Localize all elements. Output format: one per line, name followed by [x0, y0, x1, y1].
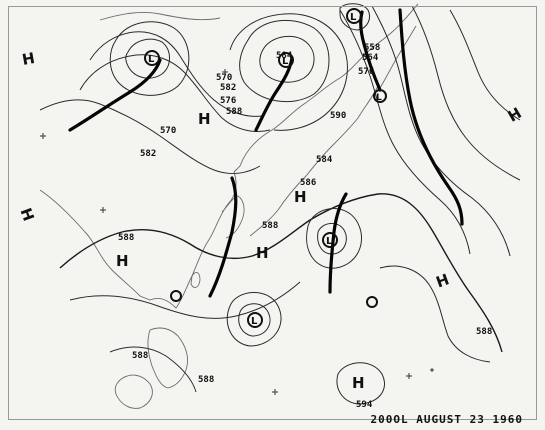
contour-low-ring-2	[109, 21, 190, 96]
contours	[39, 3, 521, 405]
coastline-japan	[249, 85, 379, 237]
contour-label: 588	[198, 375, 214, 385]
low-pressure-symbol-small	[366, 296, 378, 308]
contour-south-west	[109, 346, 197, 393]
contour-label: 584	[276, 51, 293, 61]
low-pressure-symbol-letter: L	[148, 54, 155, 65]
contour-east-3	[411, 5, 521, 181]
high-pressure-symbol: H	[256, 244, 269, 262]
high-pressure-symbol: H	[505, 104, 525, 126]
contour-east-4	[449, 9, 521, 121]
trough-central	[208, 176, 238, 298]
contour-label: 594	[356, 400, 373, 410]
contour-center-ring-1	[317, 223, 347, 255]
contour-label: 588	[262, 221, 278, 231]
contour-label: 588	[226, 107, 242, 117]
low-pressure-symbol	[346, 8, 362, 24]
coastlines	[39, 3, 419, 409]
contour-576	[79, 54, 271, 132]
contour-label: 588	[132, 351, 148, 361]
contour-label: 570	[216, 73, 232, 83]
contour-bottom-ring	[336, 362, 385, 405]
coastline-borneo	[114, 374, 153, 409]
low-pressure-symbol	[144, 50, 160, 66]
coastline-taiwan	[190, 272, 201, 288]
low-pressure-symbol	[373, 89, 387, 103]
contour-south-east	[379, 265, 491, 363]
contour-label: 588	[118, 233, 134, 243]
trough-center	[328, 192, 348, 294]
contour-southwest	[69, 281, 301, 319]
contour-east-2	[371, 5, 511, 257]
contour-labels: 588 582 570 576 570 582 584 588 586 584 …	[118, 43, 492, 410]
contour-label: 590	[330, 111, 346, 121]
contour-typhoon-ring-2	[226, 292, 282, 347]
low-pressure-symbol-letter: L	[376, 93, 382, 103]
contour-label: 582	[220, 83, 236, 93]
low-pressure-symbol-small	[170, 290, 182, 302]
coastline-korea	[221, 195, 245, 239]
contour-label: 564	[362, 53, 379, 63]
trough-west	[68, 58, 162, 132]
contour-outer-west	[59, 193, 503, 353]
contour-label: 588	[476, 327, 492, 337]
coastline-asia	[39, 3, 419, 309]
high-pressure-symbol: H	[294, 188, 307, 206]
coastline-philippines	[147, 327, 189, 389]
trough-north	[254, 56, 294, 132]
contour-east-1	[339, 9, 471, 255]
contour-low-ring-1	[125, 38, 170, 79]
station-marks	[40, 69, 434, 395]
contour-label: 558	[364, 43, 380, 53]
contour-north-ring-1	[259, 35, 315, 83]
contour-label: 586	[300, 178, 316, 188]
pressure-centers: H H H H H H H H H L L L L L L	[17, 8, 525, 392]
contour-north-ring-2	[239, 19, 330, 103]
low-pressure-symbol	[278, 52, 294, 68]
fronts	[68, 8, 464, 298]
contour-ne-ring	[339, 3, 371, 31]
map-caption: 200OL AUGUST 23 1960	[370, 413, 523, 426]
contour-label: 576	[358, 67, 374, 77]
coastline-kamchatka	[379, 25, 417, 89]
contour-582	[39, 99, 261, 174]
contour-label: 584	[316, 155, 333, 165]
high-pressure-symbol: H	[116, 252, 129, 270]
contour-label: 576	[220, 96, 236, 106]
low-pressure-symbol	[247, 312, 263, 328]
contour-typhoon-ring-1	[238, 303, 271, 337]
contour-label: 570	[160, 126, 176, 136]
high-pressure-symbol: H	[21, 49, 36, 69]
front-east	[398, 8, 464, 226]
high-pressure-symbol: H	[17, 206, 38, 224]
low-pressure-symbol-letter: L	[350, 12, 357, 23]
coastline-north	[99, 11, 221, 21]
low-pressure-symbol-letter: L	[326, 236, 333, 247]
low-pressure-symbol	[322, 232, 338, 248]
high-pressure-symbol: H	[352, 374, 365, 392]
low-pressure-symbol-letter: L	[282, 56, 289, 67]
high-pressure-symbol: H	[198, 110, 211, 128]
contour-center-ring-2	[306, 208, 362, 269]
contour-label: 582	[140, 149, 156, 159]
contour-north-584	[229, 13, 348, 131]
high-pressure-symbol: H	[434, 270, 452, 291]
low-pressure-symbol-letter: L	[251, 316, 258, 327]
